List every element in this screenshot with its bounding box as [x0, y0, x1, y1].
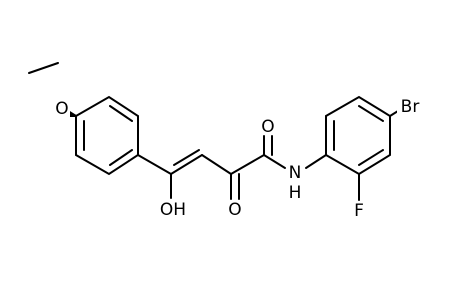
bond-aryl-bromine	[389, 110, 399, 117]
bond-layer	[28, 62, 399, 201]
ketone-oxygen-label: O	[228, 200, 241, 220]
methoxyphenyl-ring	[75, 95, 139, 176]
bond-alkene-ketone	[201, 154, 232, 175]
bond-enol-double	[170, 154, 203, 175]
ring-inner-double-2	[109, 149, 133, 166]
bromofluorophenyl-ring	[325, 95, 391, 176]
bond-ring-enol-carbon	[137, 154, 172, 175]
amide-oxygen-label: O	[261, 117, 274, 137]
hydroxyl-label: OH	[160, 200, 186, 220]
aryl-inner-double-3	[358, 149, 384, 166]
aryl-inner-double-2	[358, 105, 384, 122]
atom-label-layer: O OH O O N H Br F	[54, 97, 423, 221]
bond-methyl-oxygen	[28, 62, 59, 74]
amide-hydrogen-label: H	[289, 183, 302, 203]
bond-amide-nitrogen	[263, 154, 286, 169]
methoxy-oxygen-label: O	[55, 99, 68, 119]
bond-enol-double-inner	[173, 149, 200, 166]
amide-nitrogen-label: N	[289, 163, 302, 183]
fluorine-label: F	[354, 201, 364, 221]
bromine-label: Br	[401, 97, 420, 117]
bond-nitrogen-aryl	[305, 154, 327, 169]
bond-ketone-amide	[230, 154, 265, 175]
ring-inner-double-1	[109, 105, 133, 122]
